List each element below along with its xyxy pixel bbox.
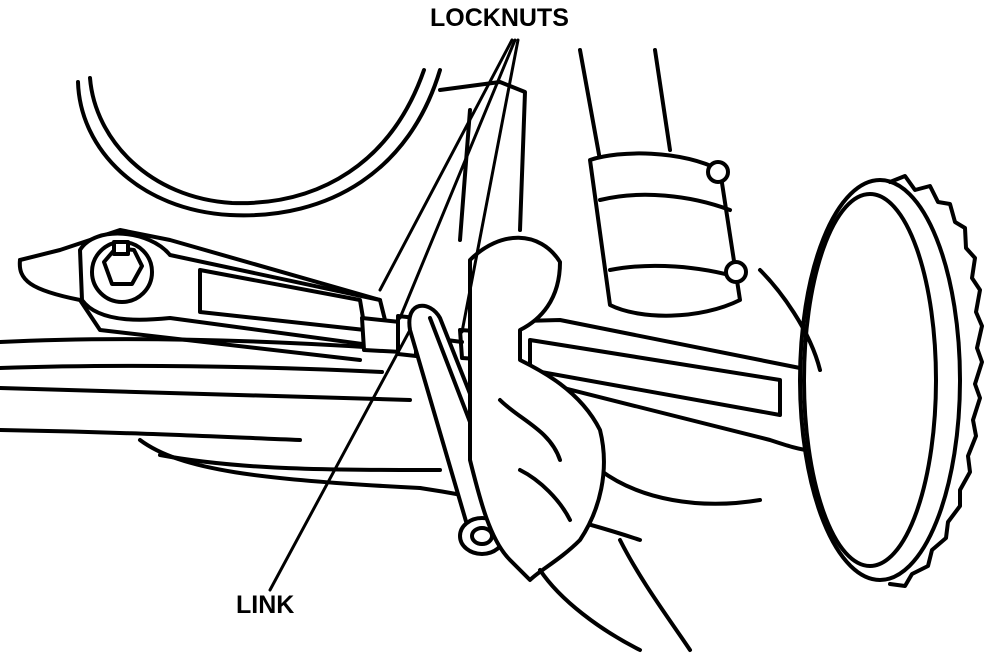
left-bracket — [17, 80, 527, 362]
left-control-arm — [78, 231, 394, 350]
hand — [468, 235, 692, 652]
spring-arc — [76, 68, 442, 218]
locknuts-label: LOCKNUTS — [430, 4, 569, 32]
axle-housing — [0, 337, 762, 542]
link-label: LINK — [236, 591, 295, 619]
locknuts-leaders — [378, 38, 520, 334]
shock-absorber — [578, 48, 748, 318]
link-leader — [268, 328, 412, 592]
brake-drum — [758, 174, 984, 588]
